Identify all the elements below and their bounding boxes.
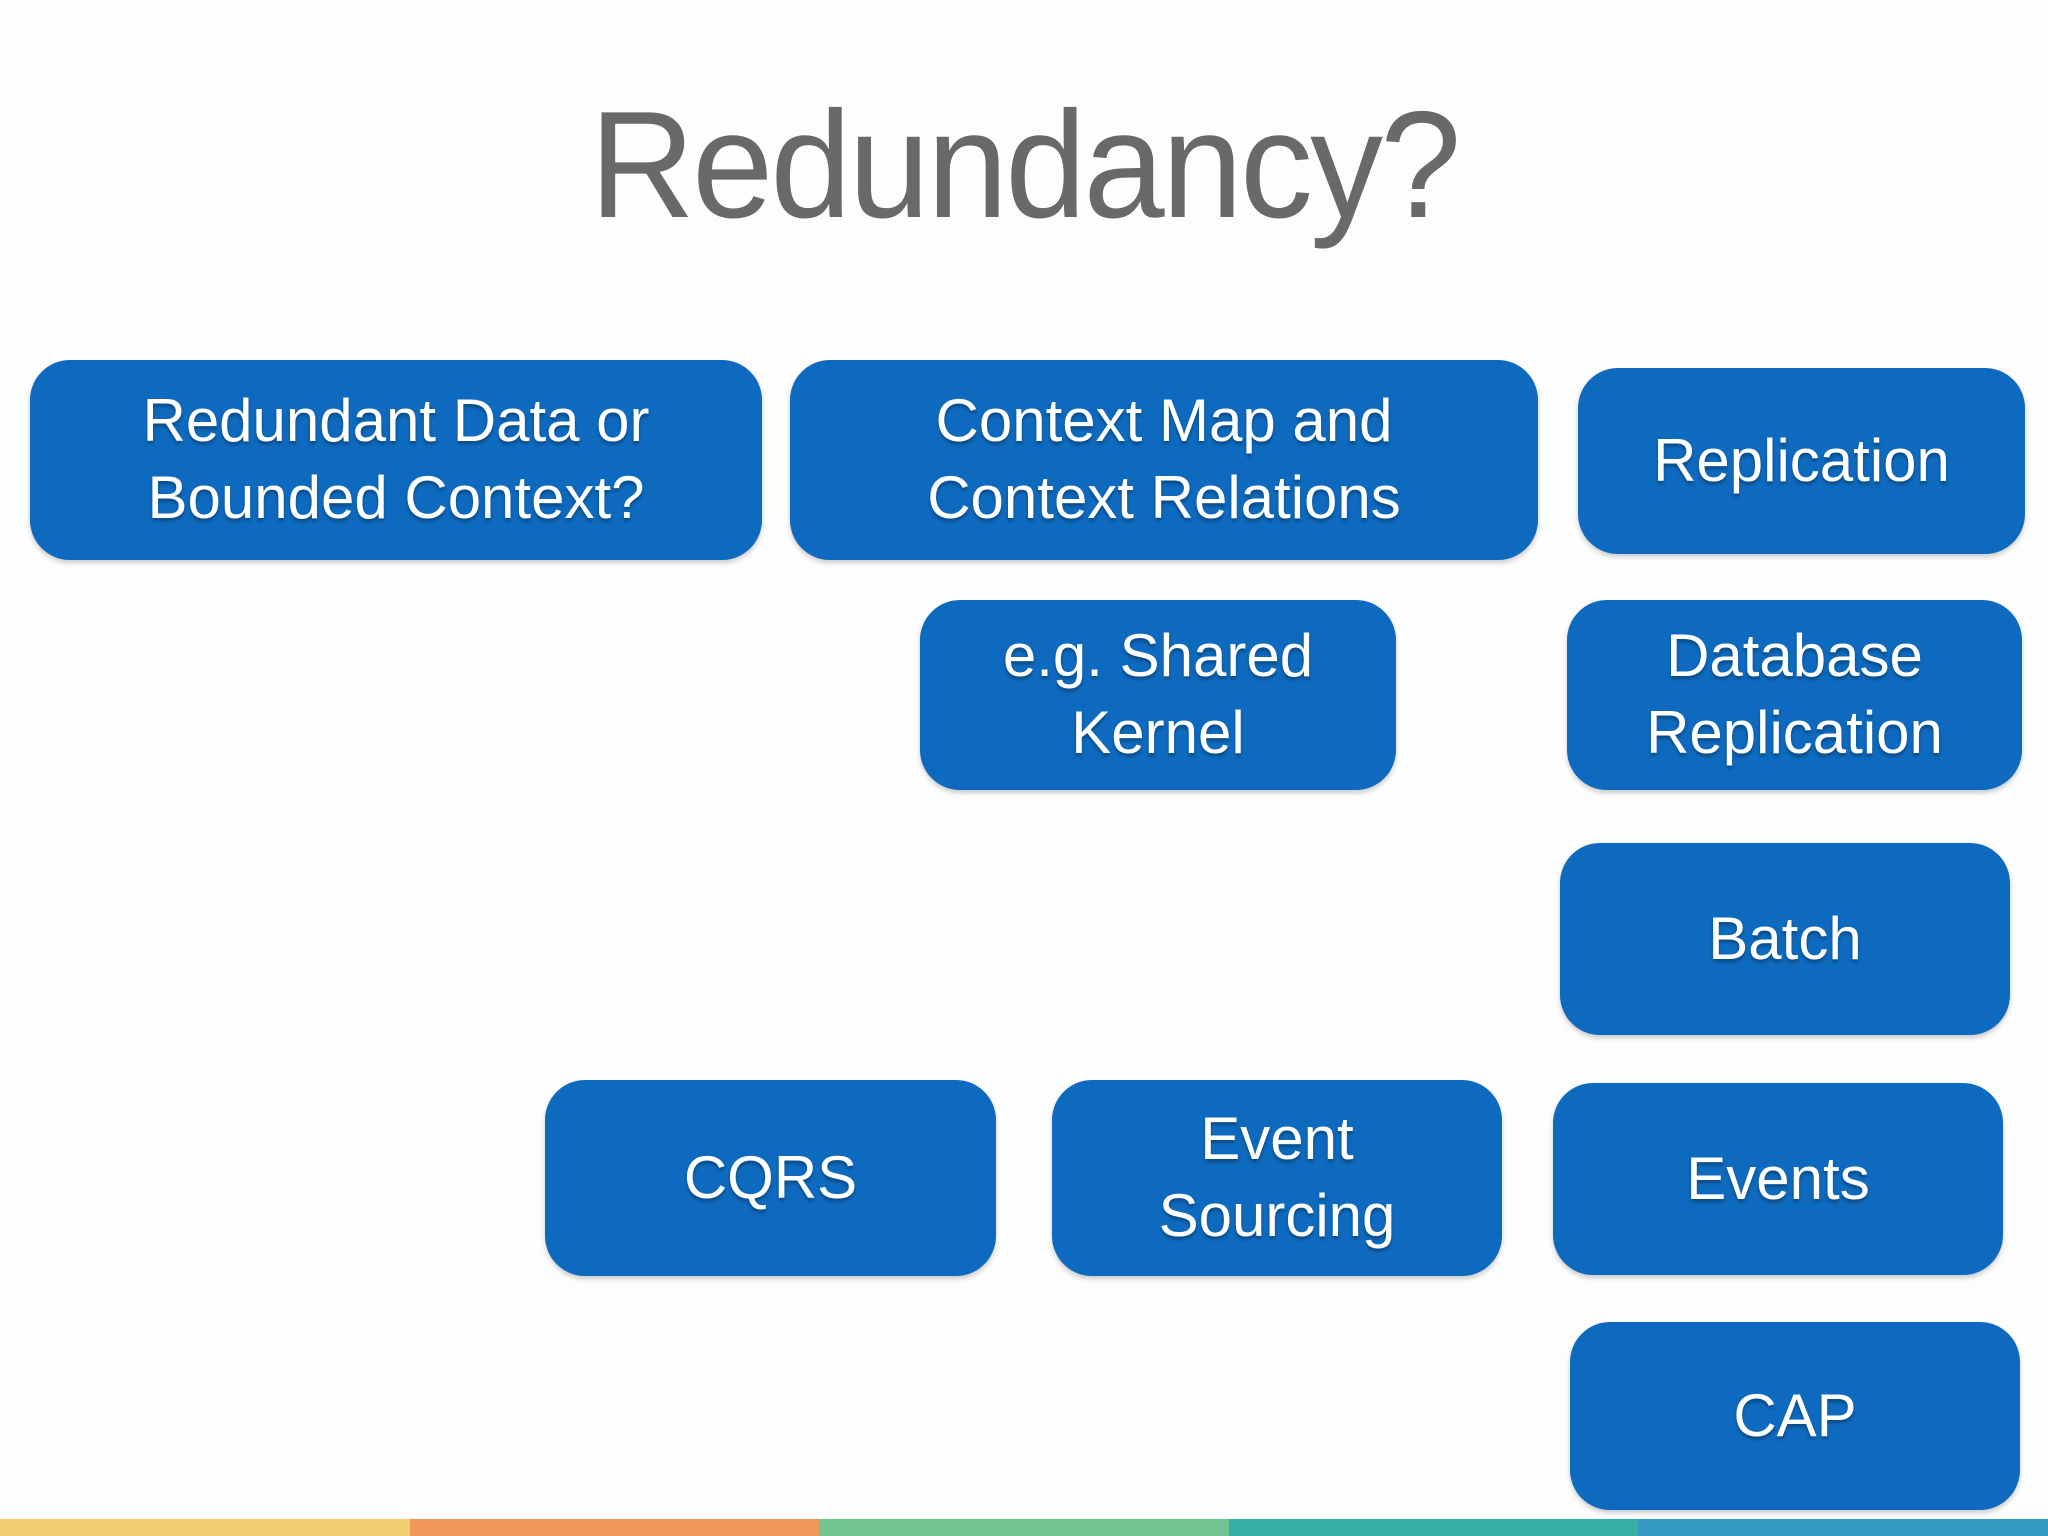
box-database-replication: Database Replication [1567,600,2022,790]
box-label: Event Sourcing [1158,1105,1396,1249]
box-replication: Replication [1578,368,2025,554]
box-redundant-data-or-bounded-context: Redundant Data or Bounded Context? [30,360,762,560]
box-label: Context Map and Context Relations [927,387,1401,531]
box-label: Redundant Data or Bounded Context? [142,387,650,531]
stripe-segment-yellow [0,1519,410,1536]
box-cap: CAP [1570,1322,2020,1510]
box-label: CQRS [683,1143,858,1211]
stripe-segment-blue [1638,1519,2048,1536]
box-label: Batch [1708,904,1862,972]
box-batch: Batch [1560,843,2010,1035]
box-context-map-and-context-relations: Context Map and Context Relations [790,360,1538,560]
box-label: Database Replication [1646,622,1943,766]
box-event-sourcing: Event Sourcing [1052,1080,1502,1276]
box-label: CAP [1733,1381,1857,1449]
stripe-segment-orange [409,1519,820,1536]
slide-title: Redundancy? [589,80,1462,250]
box-events: Events [1553,1083,2003,1275]
box-label: e.g. Shared Kernel [1002,622,1314,766]
box-label: Replication [1653,426,1950,494]
box-label: Events [1686,1144,1870,1212]
footer-stripe [0,1519,2048,1536]
box-shared-kernel: e.g. Shared Kernel [920,600,1396,790]
stripe-segment-green [819,1519,1229,1536]
box-cqrs: CQRS [545,1080,996,1276]
stripe-segment-teal [1228,1519,1639,1536]
